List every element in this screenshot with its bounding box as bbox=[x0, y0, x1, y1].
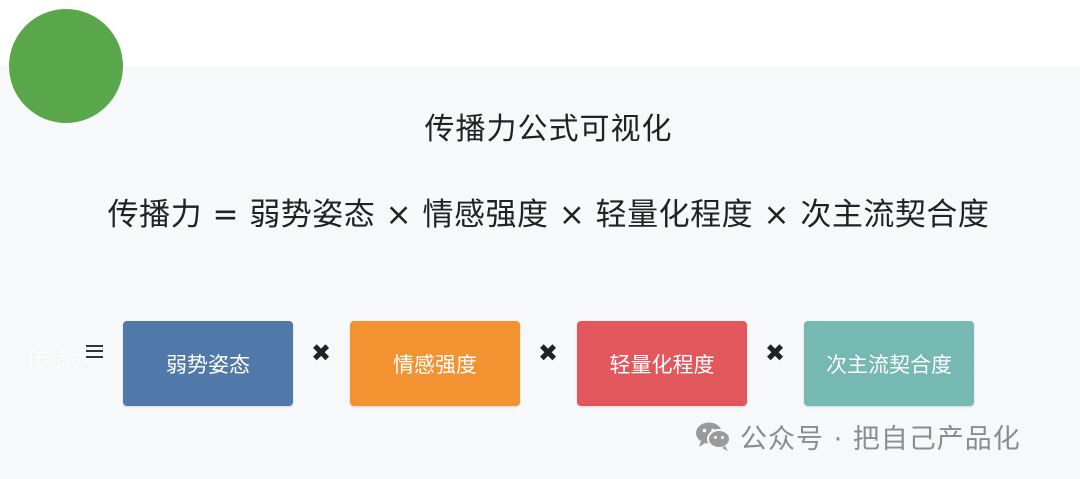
green-circle-avatar bbox=[9, 9, 123, 123]
factor-box-subculture-fit: 次主流契合度 bbox=[804, 321, 974, 406]
content-panel bbox=[0, 66, 1080, 479]
wechat-icon bbox=[696, 422, 731, 451]
multiply-icon: ✖ bbox=[538, 339, 559, 367]
equals-sign-icon bbox=[86, 345, 103, 358]
factor-box-weak-posture: 弱势姿态 bbox=[123, 321, 293, 406]
factor-box-emotion-intensity: 情感强度 bbox=[350, 321, 520, 406]
watermark: 公众号 · 把自己产品化 bbox=[694, 418, 1021, 455]
lhs-label: 传播力 bbox=[27, 349, 94, 374]
diagram-title: 传播力公式可视化 bbox=[424, 112, 673, 147]
multiply-icon: ✖ bbox=[765, 339, 786, 367]
watermark-text: 公众号 · 把自己产品化 bbox=[740, 423, 1021, 455]
multiply-icon: ✖ bbox=[311, 339, 332, 367]
formula-text: 传播力 = 弱势姿态 × 情感强度 × 轻量化程度 × 次主流契合度 bbox=[107, 197, 990, 233]
factor-box-lightweight-degree: 轻量化程度 bbox=[577, 321, 747, 406]
